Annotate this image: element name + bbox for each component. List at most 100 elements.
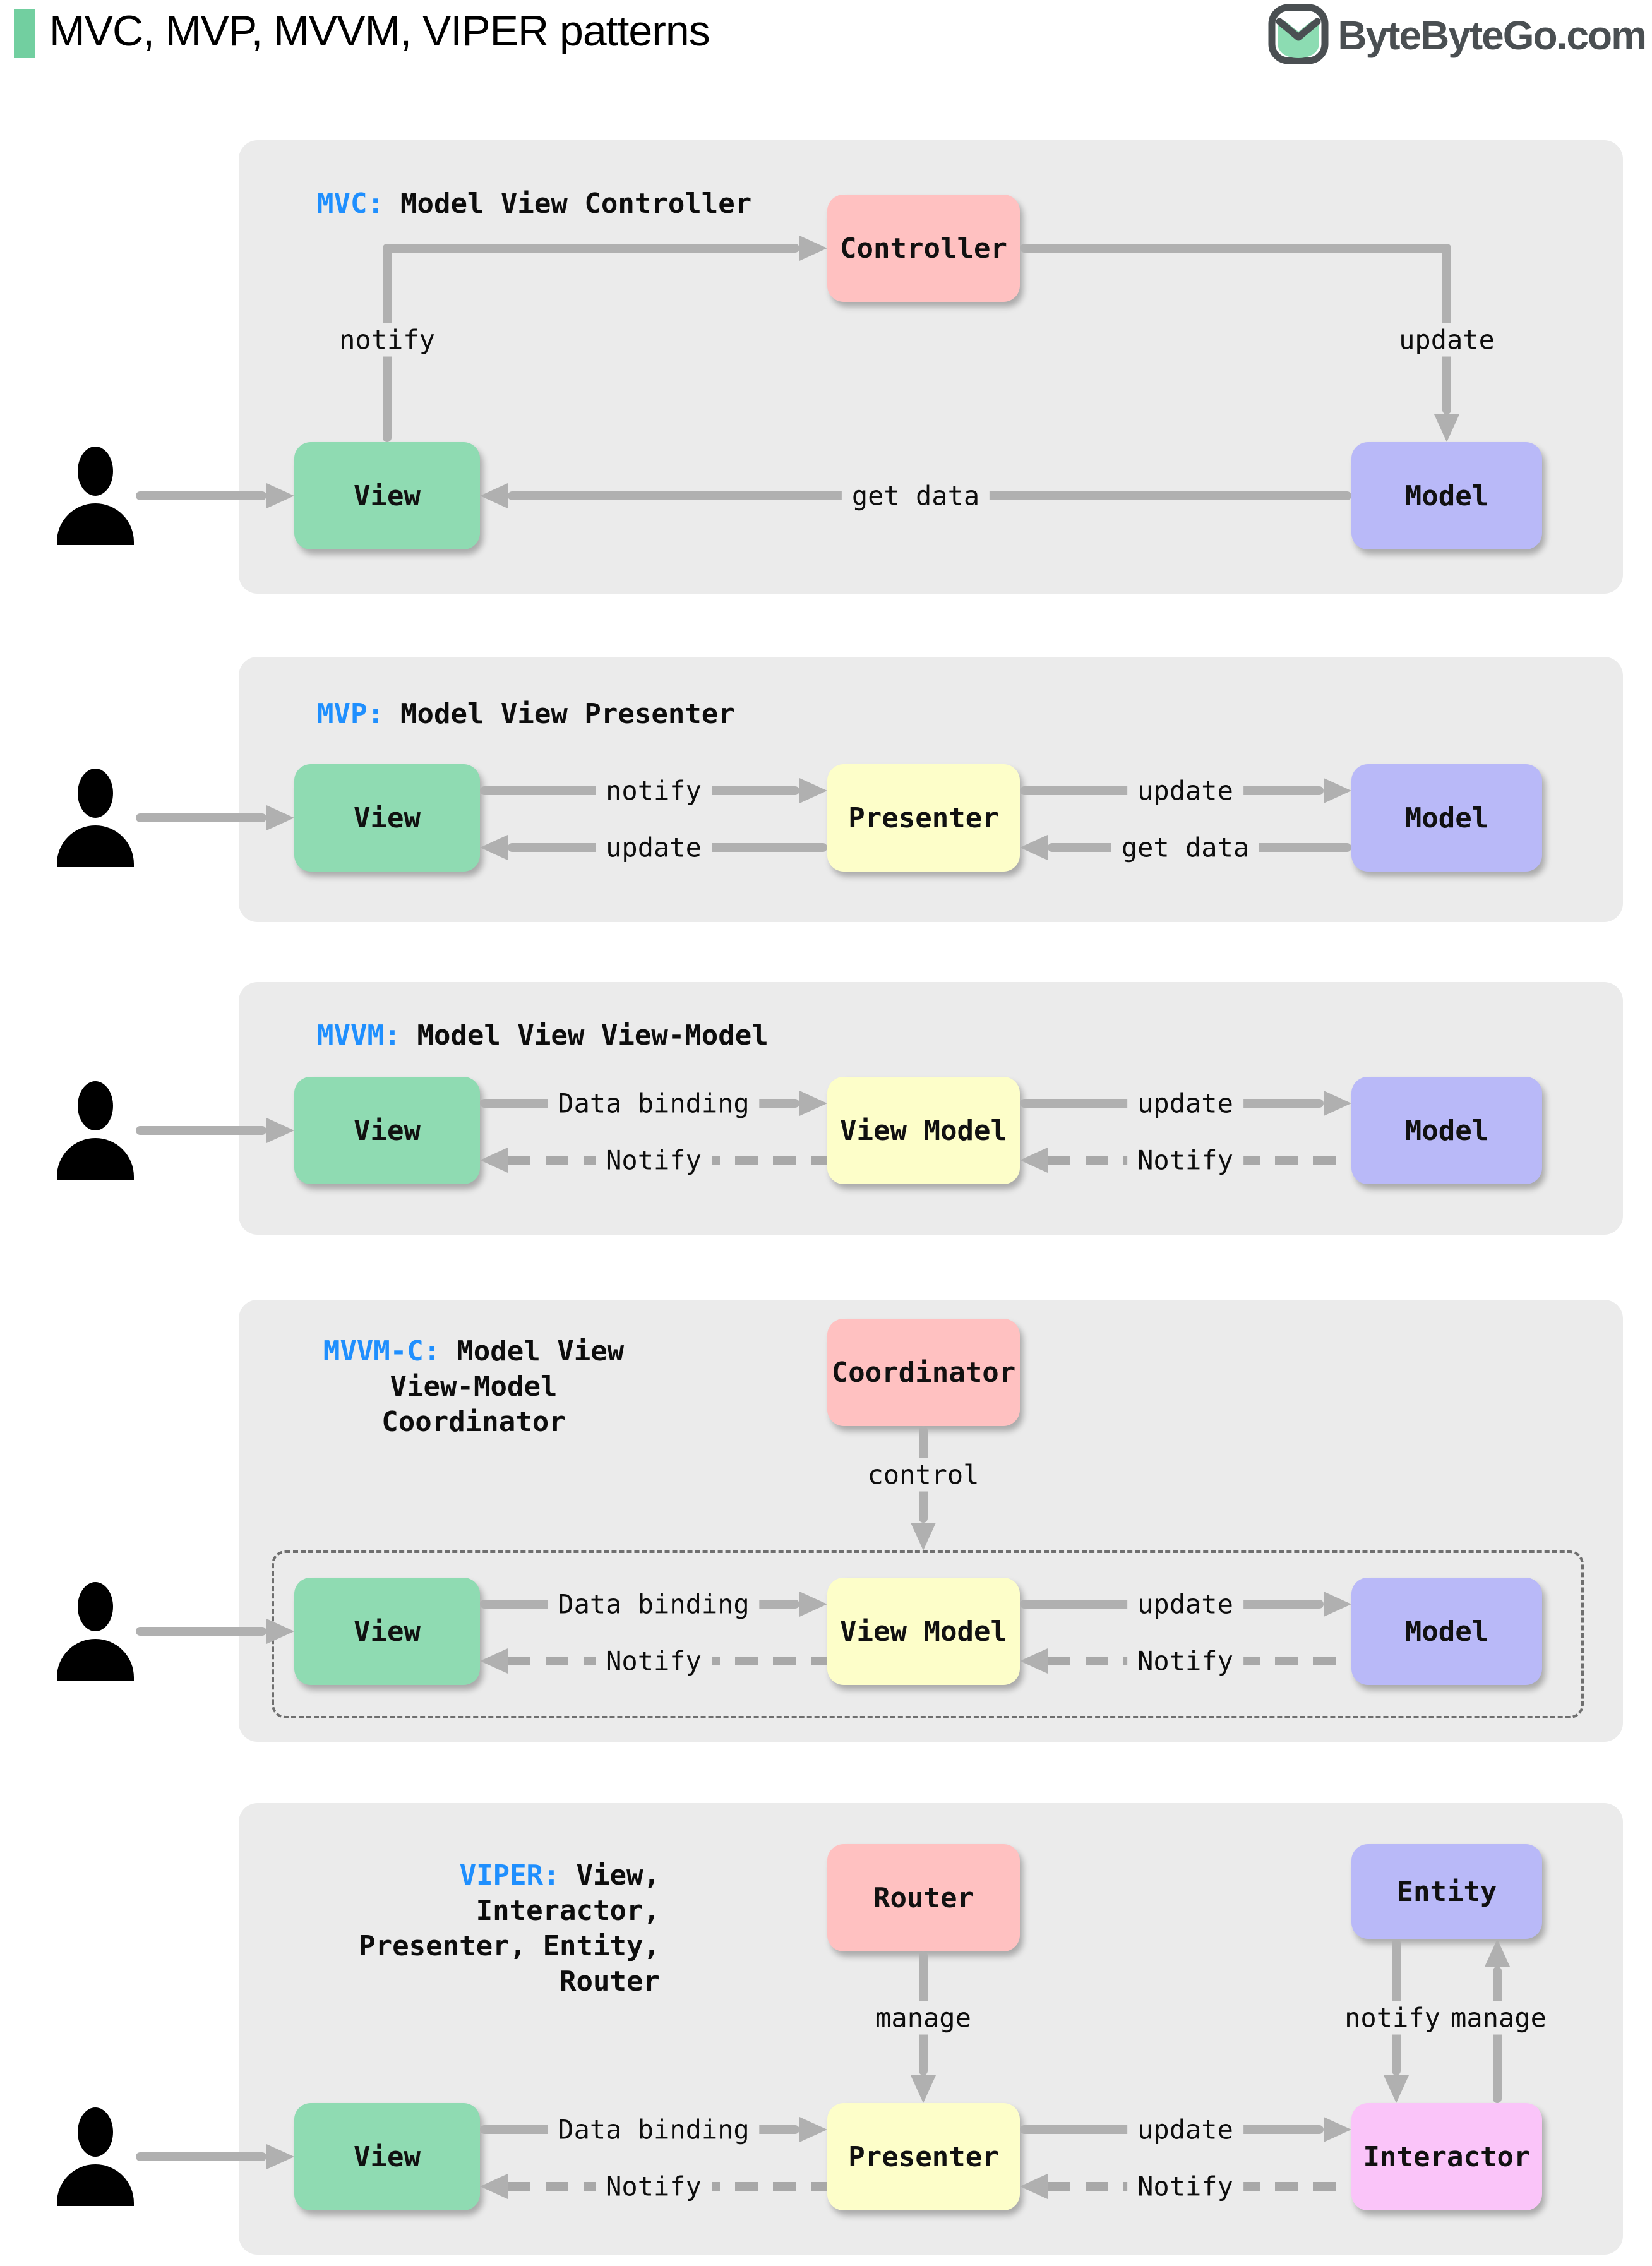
- viper-notify-entity-arrowhead: [1384, 2075, 1409, 2103]
- viper-notify-view-arrowhead: [480, 2174, 508, 2199]
- mvvmc-user-arrow-line: [136, 1627, 266, 1636]
- user-head: [78, 2107, 113, 2157]
- viper-interactor-box: Interactor: [1351, 2103, 1542, 2210]
- viper-manage-entity-arrowhead: [1485, 1939, 1510, 1967]
- mvc-get-data-arrowhead: [480, 483, 508, 508]
- viper-notify-entity-label: notify: [1334, 2001, 1451, 2035]
- mvvm-notify-view-label: Notify: [596, 1143, 712, 1177]
- mvvm-update-label: update: [1127, 1086, 1243, 1120]
- panel-viper-title: VIPER:View, Interactor, Presenter, Entit…: [359, 1859, 660, 1998]
- mvp-update-view-arrowhead: [480, 835, 508, 860]
- user-head: [78, 769, 113, 818]
- viper-user-arrow-line: [136, 2152, 266, 2161]
- mvc-notify-arrowhead: [799, 236, 827, 261]
- bytebytego-logo: ByteByteGo.com: [1267, 3, 1647, 68]
- user-head: [78, 447, 113, 496]
- mvvmc-data-binding-arrowhead: [799, 1592, 827, 1617]
- mvp-view-box: View: [294, 764, 480, 872]
- viper-presenter-box: Presenter: [827, 2103, 1020, 2210]
- mvc-notify-line-horizontal: [383, 244, 799, 253]
- viper-view-box: View: [294, 2103, 480, 2210]
- mvc-get-data-label: get data: [841, 479, 990, 513]
- panel-mvvmc-title: MVVM-C:Model View View-Model Coordinator: [323, 1335, 625, 1438]
- mvvmc-model-box: Model: [1351, 1578, 1542, 1685]
- mvvmc-update-arrowhead: [1324, 1592, 1351, 1617]
- panel-mvc-title: MVC:Model View Controller: [317, 188, 752, 220]
- viper-data-binding-arrowhead: [799, 2117, 827, 2142]
- viper-notify-view-label: Notify: [596, 2169, 712, 2203]
- mvp-notify-label: notify: [596, 774, 712, 808]
- mvvmc-data-binding-label: Data binding: [548, 1587, 760, 1621]
- panel-mvvm-tag: MVVM:: [317, 1019, 401, 1052]
- mvc-controller-box: Controller: [827, 195, 1020, 302]
- mvc-update-label: update: [1389, 323, 1505, 357]
- user-body: [57, 2164, 134, 2206]
- mvvmc-user-arrowhead: [266, 1619, 294, 1644]
- viper-notify-presenter-arrowhead: [1020, 2174, 1048, 2199]
- panel-mvc-tag: MVC:: [317, 188, 384, 220]
- bytebytego-logo-icon: [1267, 3, 1330, 68]
- user-icon: [57, 447, 134, 545]
- mvvm-data-binding-arrowhead: [799, 1091, 827, 1116]
- mvc-user-arrow-line: [136, 491, 266, 500]
- mvvmc-notify-view-arrowhead: [480, 1648, 508, 1674]
- mvvm-view-box: View: [294, 1077, 480, 1184]
- mvvm-data-binding-label: Data binding: [548, 1086, 760, 1120]
- viper-update-arrowhead: [1324, 2117, 1351, 2142]
- viper-data-binding-label: Data binding: [548, 2113, 760, 2147]
- viper-router-box: Router: [827, 1844, 1020, 1951]
- mvvmc-view-model-box: View Model: [827, 1578, 1020, 1685]
- user-body: [57, 503, 134, 545]
- mvc-user-arrowhead: [266, 483, 294, 508]
- user-body: [57, 825, 134, 867]
- mvvmc-control-arrowhead: [911, 1523, 936, 1550]
- mvvm-notify-vm-label: Notify: [1127, 1143, 1243, 1177]
- user-icon: [57, 1582, 134, 1681]
- mvvmc-coordinator-box: Coordinator: [827, 1319, 1020, 1426]
- mvvmc-notify-vm-label: Notify: [1127, 1644, 1243, 1678]
- mvvm-user-arrowhead: [266, 1118, 294, 1143]
- viper-manage-entity-label: manage: [1440, 2001, 1557, 2035]
- viper-manage-entity-line: [1493, 1967, 1502, 2103]
- mvvm-user-arrow-line: [136, 1126, 266, 1135]
- mvvm-view-model-box: View Model: [827, 1077, 1020, 1184]
- mvvmc-notify-vm-arrowhead: [1020, 1648, 1048, 1674]
- mvp-get-data-label: get data: [1111, 830, 1260, 865]
- mvvm-notify-view-arrowhead: [480, 1148, 508, 1173]
- user-body: [57, 1138, 134, 1180]
- viper-entity-box: Entity: [1351, 1844, 1542, 1939]
- user-icon: [57, 769, 134, 867]
- mvc-notify-label: notify: [329, 323, 445, 357]
- viper-manage-router-arrowhead: [911, 2075, 936, 2103]
- mvp-update-model-label: update: [1127, 774, 1243, 808]
- panel-mvvm-title: MVVM:Model View View-Model: [317, 1019, 769, 1052]
- viper-update-label: update: [1127, 2113, 1243, 2147]
- title-accent-bar: [14, 9, 35, 58]
- mvp-update-model-arrowhead: [1324, 778, 1351, 803]
- mvvmc-control-label: control: [857, 1458, 990, 1492]
- panel-mvvmc-tag: MVVM-C:: [323, 1335, 441, 1367]
- mvp-get-data-arrowhead: [1020, 835, 1048, 860]
- user-body: [57, 1639, 134, 1681]
- mvp-model-box: Model: [1351, 764, 1542, 872]
- viper-user-arrowhead: [266, 2144, 294, 2169]
- mvp-update-view-label: update: [596, 830, 712, 865]
- mvp-notify-arrowhead: [799, 778, 827, 803]
- viper-notify-presenter-label: Notify: [1127, 2169, 1243, 2203]
- mvp-user-arrow-line: [136, 813, 266, 822]
- mvvmc-notify-view-label: Notify: [596, 1644, 712, 1678]
- mvc-model-box: Model: [1351, 442, 1542, 549]
- mvvm-model-box: Model: [1351, 1077, 1542, 1184]
- user-icon: [57, 2107, 134, 2206]
- mvp-user-arrowhead: [266, 805, 294, 830]
- user-head: [78, 1582, 113, 1631]
- mvvmc-update-label: update: [1127, 1587, 1243, 1621]
- panel-mvp-tag: MVP:: [317, 698, 384, 730]
- mvc-update-line-horizontal: [1020, 244, 1451, 253]
- mvvmc-view-box: View: [294, 1578, 480, 1685]
- page-title: MVC, MVP, MVVM, VIPER patterns: [49, 7, 710, 55]
- bytebytego-logo-text: ByteByteGo.com: [1338, 13, 1647, 58]
- user-head: [78, 1081, 113, 1130]
- mvc-view-box: View: [294, 442, 480, 549]
